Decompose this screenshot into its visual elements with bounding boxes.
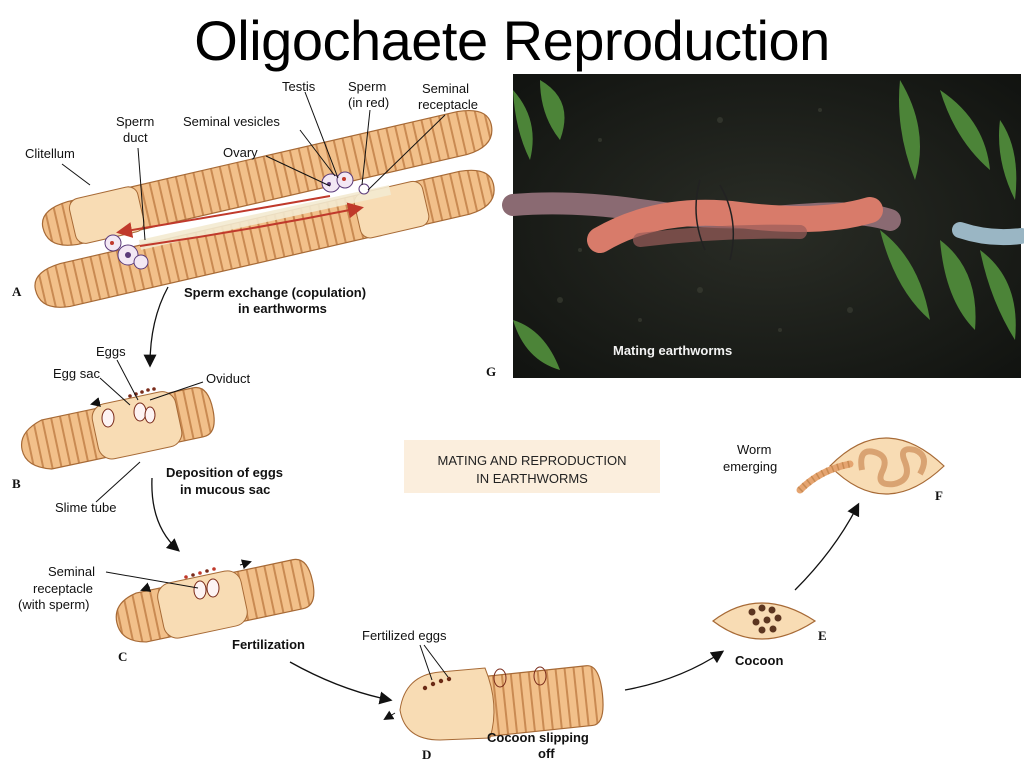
- fertilized-eggs-label: Fertilized eggs: [362, 628, 447, 643]
- panel-a-letter: A: [12, 284, 22, 299]
- arrow-b-to-c: [151, 477, 180, 552]
- panel-d-cocoon-slipping: Fertilized eggs D Cocoon slipping off: [362, 628, 604, 762]
- seminal-receptacle-label-2: receptacle: [418, 97, 478, 112]
- center-title-line-2: IN EARTHWORMS: [476, 471, 588, 486]
- arrow-c-to-d: [289, 661, 393, 705]
- panel-d-caption-2: off: [538, 746, 555, 761]
- page-title: Oligochaete Reproduction: [194, 9, 830, 72]
- seminal-receptacle-sperm-label: Seminal: [48, 564, 95, 579]
- panel-a-caption-2: in earthworms: [238, 301, 327, 316]
- panel-b-letter: B: [12, 476, 21, 491]
- arrow-d-to-e: [624, 650, 725, 691]
- sperm-duct-label-2: duct: [123, 130, 148, 145]
- testis-label: Testis: [282, 79, 316, 94]
- center-title-box: MATING AND REPRODUCTION IN EARTHWORMS: [404, 440, 660, 493]
- seminal-vesicles-label: Seminal vesicles: [183, 114, 280, 129]
- panel-c-letter: C: [118, 649, 127, 664]
- egg-sac-label: Egg sac: [53, 366, 100, 381]
- panel-e-cocoon: E Cocoon: [712, 602, 827, 668]
- panel-d-caption: Cocoon slipping: [487, 730, 589, 745]
- photo-caption: Mating earthworms: [613, 343, 732, 358]
- eggs-label: Eggs: [96, 344, 126, 359]
- seminal-receptacle-sperm-label-3: (with sperm): [18, 597, 90, 612]
- panel-e-caption: Cocoon: [735, 653, 783, 668]
- worm-emerging-label: Worm: [737, 442, 771, 457]
- panel-a-copulation: Testis Sperm (in red) Seminal receptacle…: [12, 79, 495, 316]
- panel-d-letter: D: [422, 747, 431, 762]
- oviduct-label: Oviduct: [206, 371, 250, 386]
- panel-b-egg-deposition: Eggs Egg sac Oviduct Slime tube B Deposi…: [12, 344, 283, 515]
- sperm-red-label: Sperm: [348, 79, 386, 94]
- seminal-receptacle-sperm-label-2: receptacle: [33, 581, 93, 596]
- panel-c-fertilization: Seminal receptacle (with sperm) C Fertil…: [18, 558, 315, 664]
- ovary-label: Ovary: [223, 145, 258, 160]
- panel-b-caption: Deposition of eggs: [166, 465, 283, 480]
- slime-tube-label: Slime tube: [55, 500, 116, 515]
- clitellum-label: Clitellum: [25, 146, 75, 161]
- panel-g-photo: Mating earthworms G: [486, 74, 1024, 379]
- seminal-receptacle-label: Seminal: [422, 81, 469, 96]
- sperm-duct-label: Sperm: [116, 114, 154, 129]
- panel-f-letter: F: [935, 488, 943, 503]
- sperm-red-label-2: (in red): [348, 95, 389, 110]
- panel-e-letter: E: [818, 628, 827, 643]
- panel-c-caption: Fertilization: [232, 637, 305, 652]
- panel-b-caption-2: in mucous sac: [180, 482, 270, 497]
- panel-f-worm-emerging: Worm emerging F: [723, 437, 945, 503]
- panel-a-caption: Sperm exchange (copulation): [184, 285, 366, 300]
- arrow-e-to-f: [794, 502, 860, 591]
- center-title-line-1: MATING AND REPRODUCTION: [438, 453, 627, 468]
- worm-emerging-label-2: emerging: [723, 459, 777, 474]
- arrow-a-to-b: [143, 286, 169, 368]
- panel-g-letter: G: [486, 364, 496, 379]
